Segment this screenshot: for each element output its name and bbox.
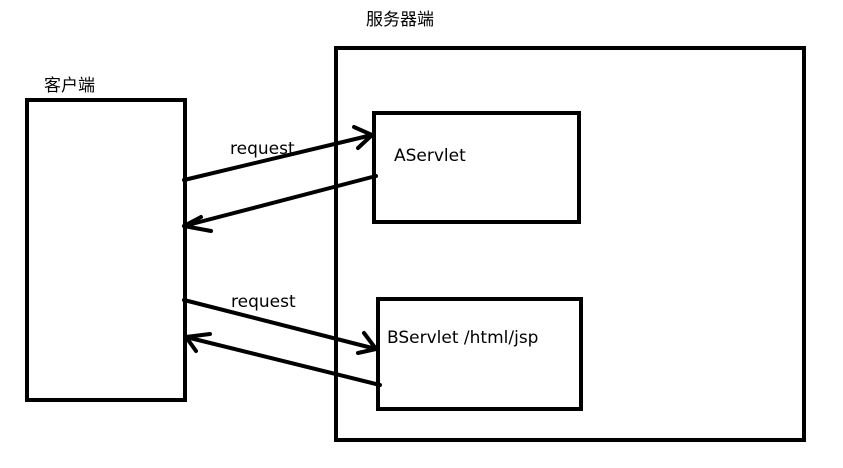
aservlet-box bbox=[372, 111, 581, 224]
client-label: 客户端 bbox=[44, 76, 95, 96]
aservlet-label: AServlet bbox=[394, 146, 466, 166]
response-arrow-from-aservlet bbox=[182, 174, 378, 233]
request-label-top: request bbox=[230, 139, 295, 159]
client-box bbox=[25, 98, 187, 402]
server-label: 服务器端 bbox=[366, 10, 434, 30]
bservlet-label: BServlet /html/jsp bbox=[387, 328, 539, 348]
request-arrow-to-bservlet bbox=[182, 298, 378, 355]
server-box bbox=[334, 46, 806, 442]
response-arrow-from-bservlet bbox=[184, 332, 382, 387]
bservlet-box bbox=[376, 297, 583, 411]
request-arrow-to-aservlet bbox=[182, 125, 374, 182]
request-label-bottom: request bbox=[231, 292, 296, 312]
